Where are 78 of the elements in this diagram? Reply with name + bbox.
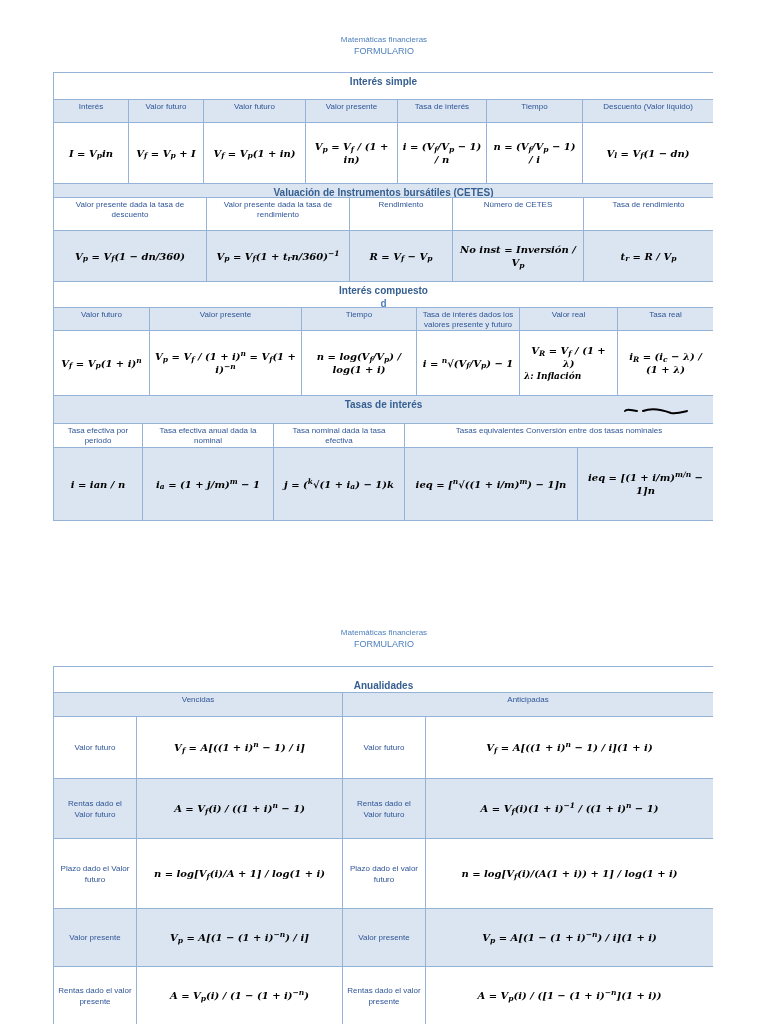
formula: V$_{p}$ = A[(1 − (1 + i)$^{−n}$) / i] <box>168 931 311 944</box>
formula: V$_{p}$ = A[(1 − (1 + i)$^{−n}$) / i](1 + i) <box>481 931 658 944</box>
page-title: FORMULARIO <box>354 638 414 650</box>
section-title: Valuación de Instrumentos bursátiles (CETES) <box>273 186 494 199</box>
row-label: Valor futuro <box>73 742 117 753</box>
formula: i$_{R}$ = (i$_{c}$ − λ) / (1 + λ) <box>628 350 704 376</box>
column-header: Tasa de interés dados los valores presente y futuro <box>421 310 515 330</box>
row-label: Plazo dado el Valor futuro <box>59 862 131 885</box>
column-header: Tasas equivalentes Conversión entre dos tasas nominales <box>454 426 664 436</box>
formula: V$_{f}$ = V$_{p}$(1 + in) <box>212 146 297 160</box>
formula: A = V$_{p}$(i) / (1 − (1 + i)$^{−n}$) <box>168 989 311 1002</box>
column-header: Rendimiento <box>377 200 425 210</box>
row-label: Valor presente <box>68 932 122 943</box>
formula: V$_{p}$ = V$_{f}$ / (1 + i)$^{n}$ = V$_{f}$(1 + i)$^{−n}$ <box>154 350 297 376</box>
column-header: Número de CETES <box>482 200 554 210</box>
column-header: Valor presente dada la tasa de descuento <box>74 200 186 220</box>
page-title: FORMULARIO <box>354 45 414 57</box>
formula: ieq = [$^{n}$√((1 + i/m)$^{m}$) − 1]n <box>414 477 568 491</box>
row-label: Rentas dado el Valor futuro <box>356 797 412 820</box>
section-note: d <box>380 297 387 310</box>
formula: A = V$_{f}$(i) / ((1 + i)$^{n}$ − 1) <box>172 802 306 815</box>
row-label: Valor futuro <box>362 742 406 753</box>
section-title: Interés compuesto <box>339 284 428 297</box>
column-header: Tasa efectiva por periodo <box>66 426 130 446</box>
formula: A = V$_{p}$(i) / ([1 − (1 + i)$^{−n}$](1 + i)) <box>476 989 663 1002</box>
section-title: Interés simple <box>349 75 418 88</box>
column-header: Tiempo <box>344 310 374 320</box>
column-header: Vencidas <box>180 695 216 705</box>
row-label: Rentas dado el valor presente <box>57 984 133 1007</box>
column-header: Valor presente <box>198 310 253 320</box>
column-header: Interés <box>77 102 105 112</box>
formula: i = (V$_{f}$/V$_{p}$ − 1) / n <box>401 140 483 166</box>
formula: i = ian / n <box>69 477 127 491</box>
formula: V$_{p}$ = V$_{f}$(1 − dn/360) <box>74 249 186 263</box>
formula-note: λ: Inflación <box>523 370 582 382</box>
row-label: Plazo dado el valor futuro <box>348 862 419 885</box>
column-header: Valor presente dada la tasa de rendimiento <box>222 200 334 220</box>
section-title: Tasas de interés <box>344 398 423 411</box>
column-header: Tasa efectiva anual dada la nominal <box>158 426 258 446</box>
column-header: Valor futuro <box>80 310 123 320</box>
formula: n = log[V$_{f}$(i)/A + 1] / log(1 + i) <box>152 867 327 880</box>
formula: V$_{f}$ = V$_{p}$ + I <box>135 146 197 160</box>
column-header: Valor futuro <box>233 102 276 112</box>
page-subtitle: Matemáticas financieras <box>340 627 428 638</box>
formula: n = log(V$_{f}$/V$_{p}$) / log(1 + i) <box>315 350 403 376</box>
formula: t$_{r}$ = R / V$_{p}$ <box>619 249 678 263</box>
formula: A = V$_{f}$(i)(1 + i)$^{−1}$ / ((1 + i)$^{n}$ − 1) <box>479 802 660 815</box>
formula: j = ($^{k}$√(1 + i$_{a}$) − 1)k <box>281 477 395 491</box>
column-header: Valor futuro <box>144 102 188 112</box>
column-header: Tiempo <box>520 102 549 112</box>
formula: V$_{f}$ = A[((1 + i)$^{n}$ − 1) / i](1 + i) <box>485 741 654 754</box>
formula: V$_{R}$ = V$_{f}$ / (1 + λ) <box>530 344 607 370</box>
formula: ieq = [(1 + i/m)$^{m/n}$ − 1]n <box>586 471 704 497</box>
formula: n = log[V$_{f}$(i)/(A(1 + i)) + 1] / log(1 + i) <box>460 867 679 880</box>
formula: V$_{f}$ = V$_{p}$(1 + i)$^{n}$ <box>60 356 143 370</box>
column-header: Tasa de interés <box>413 102 471 112</box>
column-header: Descuento (Valor líquido) <box>602 102 694 112</box>
column-header: Tasa de rendimiento <box>611 200 686 210</box>
formula: i = $^{n}$√(V$_{f}$/V$_{p}$) − 1 <box>421 356 515 370</box>
formula: V$_{p}$ = V$_{f}$(1 + t$_{r}$n/360)$^{−1}$ <box>215 249 341 263</box>
column-header: Tasa nominal dada la tasa efectiva <box>291 426 387 446</box>
section-title: Anualidades <box>353 679 414 692</box>
row-label: Valor presente <box>357 932 411 943</box>
formula: R = V$_{f}$ − V$_{p}$ <box>368 249 434 263</box>
column-header: Valor presente <box>324 102 379 112</box>
formula: I = V$_{p}$in <box>67 146 115 160</box>
formula: V$_{p}$ = V$_{f}$ / (1 + in) <box>313 140 390 166</box>
formula: i$_{a}$ = (1 + j/m)$^{m}$ − 1 <box>155 477 261 491</box>
formula: V$_{l}$ = V$_{f}$(1 − dn) <box>605 146 691 160</box>
column-header: Valor real <box>550 310 587 320</box>
row-label: Rentas dado el valor presente <box>346 984 422 1007</box>
column-header: Anticipadas <box>506 695 550 705</box>
page-subtitle: Matemáticas financieras <box>340 34 428 45</box>
formula: n = (V$_{f}$/V$_{p}$ − 1) / i <box>492 140 577 166</box>
column-header: Tasa real <box>648 310 683 320</box>
formula: V$_{f}$ = A[((1 + i)$^{n}$ − 1) / i] <box>173 741 306 754</box>
formula: No inst = Inversión / V$_{p}$ <box>459 243 578 269</box>
row-label: Rentas dado el Valor futuro <box>67 797 123 820</box>
